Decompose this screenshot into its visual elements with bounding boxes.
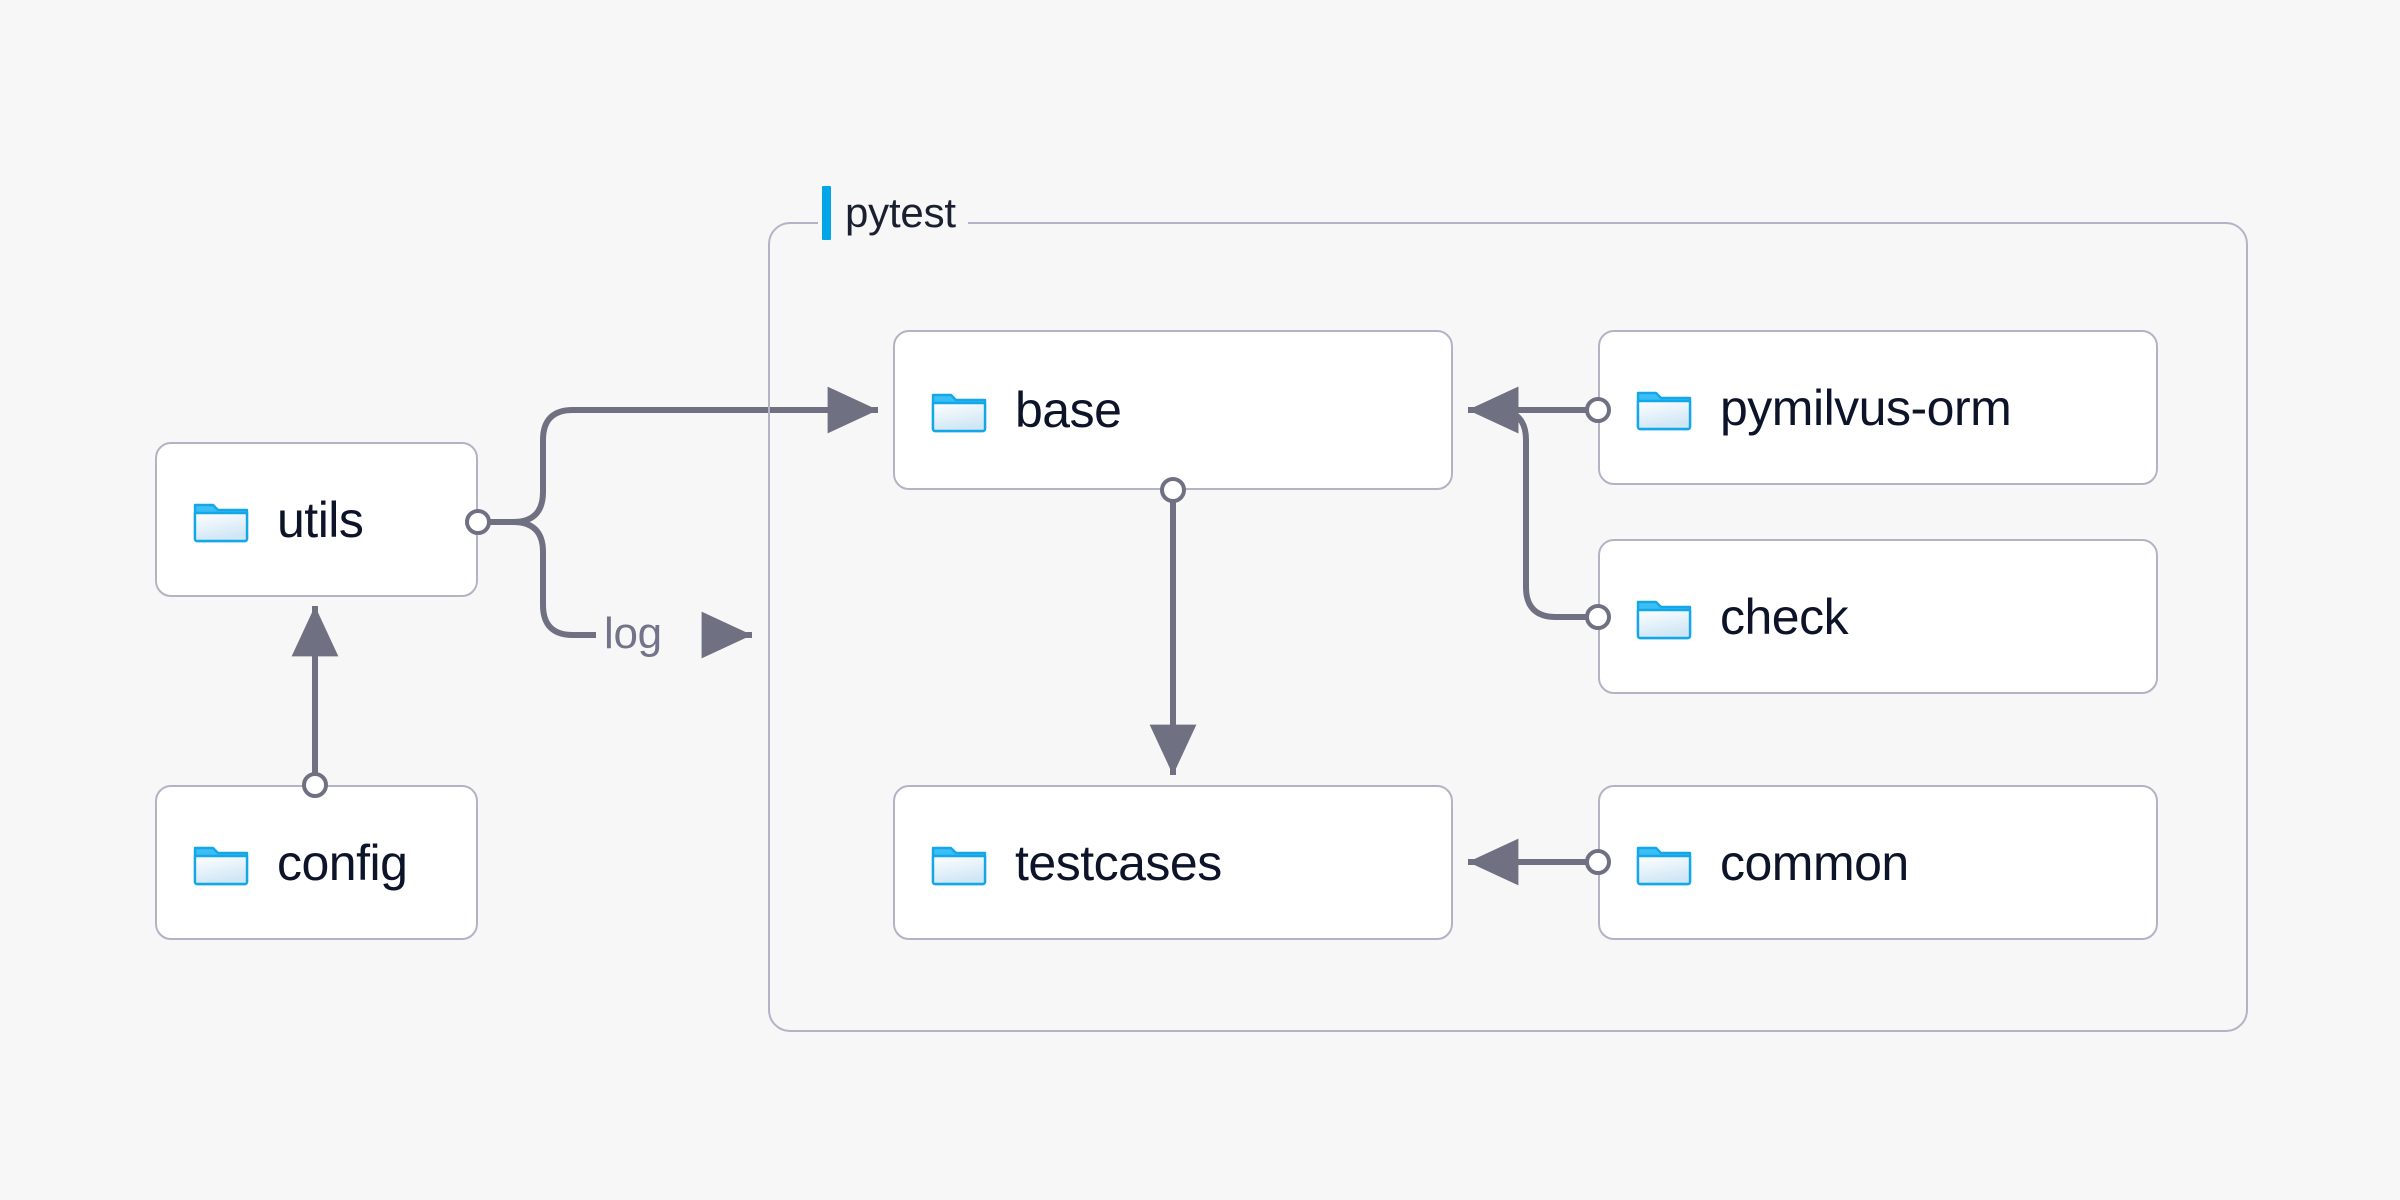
node-check[interactable]: check: [1598, 539, 2158, 694]
folder-icon: [1636, 391, 1692, 430]
folder-icon: [1636, 846, 1692, 885]
port-base-bottom[interactable]: [1160, 477, 1186, 503]
folder-icon: [193, 846, 249, 885]
node-common-label: common: [1720, 834, 1909, 891]
group-pytest-label: pytest: [818, 186, 968, 240]
folder-icon: [931, 846, 987, 885]
folder-icon: [931, 393, 987, 433]
group-accent-bar: [822, 186, 831, 240]
node-config[interactable]: config: [155, 785, 478, 940]
node-check-label: check: [1720, 588, 1849, 645]
folder-icon: [1636, 600, 1692, 639]
node-utils-label: utils: [277, 491, 364, 548]
group-pytest-label-text: pytest: [845, 189, 956, 236]
node-config-label: config: [277, 834, 408, 891]
node-pymilvus-orm[interactable]: pymilvus-orm: [1598, 330, 2158, 485]
node-testcases-label: testcases: [1015, 834, 1222, 891]
port-config-top[interactable]: [302, 772, 328, 798]
node-pymilvus-orm-label: pymilvus-orm: [1720, 379, 2012, 436]
node-common[interactable]: common: [1598, 785, 2158, 940]
port-utils-right[interactable]: [465, 509, 491, 535]
port-check-left[interactable]: [1585, 604, 1611, 630]
node-base[interactable]: base: [893, 330, 1453, 490]
node-base-label: base: [1015, 382, 1122, 438]
node-testcases[interactable]: testcases: [893, 785, 1453, 940]
folder-icon: [193, 503, 249, 542]
edge-utils-log: [478, 519, 596, 638]
group-pytest[interactable]: [768, 222, 2248, 1032]
port-pymilvus-orm-left[interactable]: [1585, 397, 1611, 423]
node-utils[interactable]: utils: [155, 442, 478, 597]
edge-label-log: log: [604, 609, 662, 658]
port-common-left[interactable]: [1585, 849, 1611, 875]
